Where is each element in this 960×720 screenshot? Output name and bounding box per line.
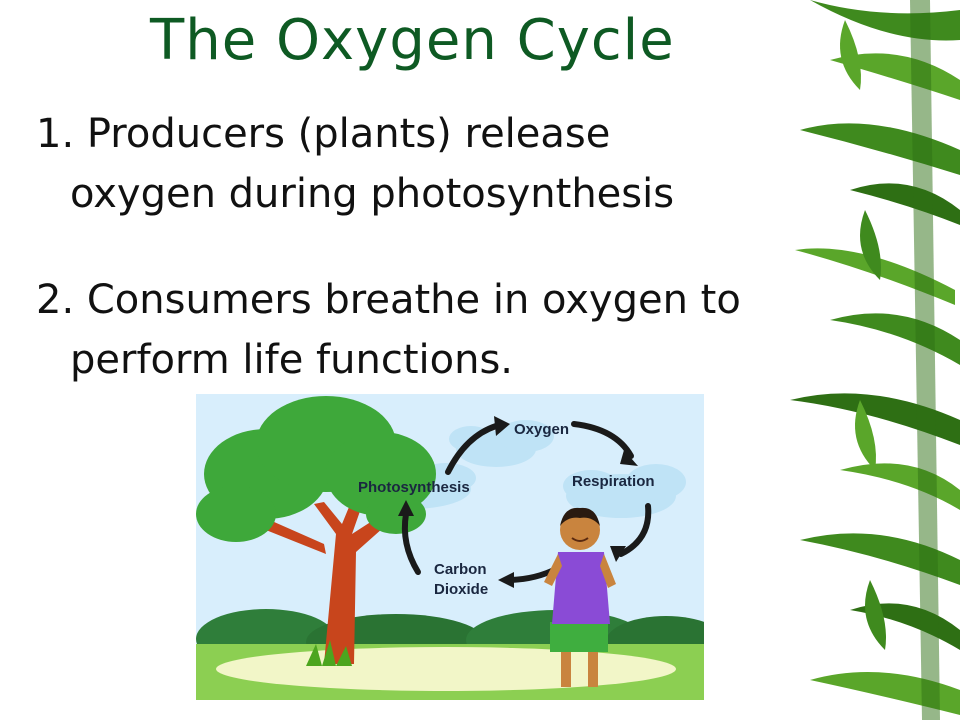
label-dioxide: Dioxide [434, 581, 488, 598]
bullet-point-1-line-1: 1. Producers (plants) release [36, 111, 611, 157]
cloud-respiration [563, 464, 686, 518]
cycle-arrows [401, 421, 652, 583]
bullet-point-2: 2. Consumers breathe in oxygen to perfor… [36, 270, 741, 390]
bullet-point-2-line-1: 2. Consumers breathe in oxygen to [36, 277, 741, 323]
label-respiration: Respiration [572, 473, 655, 490]
oxygen-cycle-illustration: Oxygen Photosynthesis Respiration Carbon… [196, 394, 704, 700]
label-oxygen: Oxygen [514, 421, 569, 438]
arrowheads [398, 416, 638, 588]
grass-tuft [306, 640, 352, 666]
path-clearing [216, 647, 676, 691]
label-photosynthesis: Photosynthesis [358, 479, 470, 496]
boy-consumer [544, 507, 616, 687]
slide-title: The Oxygen Cycle [150, 8, 675, 73]
tree [196, 396, 436, 664]
label-carbon: Carbon [434, 561, 487, 578]
bullet-point-2-line-2: perform life functions. [70, 337, 514, 383]
bullet-point-1-line-2: oxygen during photosynthesis [70, 171, 675, 217]
bamboo-leaves-decoration [790, 0, 960, 720]
bullet-point-1: 1. Producers (plants) release oxygen dur… [36, 104, 674, 224]
